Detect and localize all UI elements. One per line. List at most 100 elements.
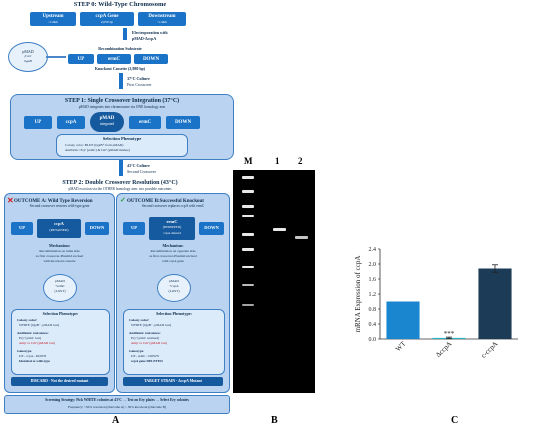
outb-circ1: pMAD [169,279,179,283]
x-tick-label: WT [394,339,408,353]
step2-subtitle: pMAD excision via the OTHER homology arm… [68,187,172,191]
bar-3 [478,268,512,339]
y-tick-label: 0.0 [369,337,377,343]
step1-subtitle: pMAD integrates into chromosome via ONE … [78,105,166,109]
outcome-a-subtitle: Second crossover restores wild-type gene [29,204,90,208]
outa-anti2: Ampˢ or Cmˢ (pMAD lost) [19,341,56,345]
outcome-a-pane: ✕ OUTCOME A: Wild Type Reversion Second … [4,193,115,393]
reject-icon: ✕ [7,196,14,205]
s1-pmad-label: pMAD [99,116,115,121]
pmad-plasmid: pMAD β ori bgaB [8,42,48,72]
outb-footer: TARGET STRAIN - ΔccpA Mutant [144,378,202,383]
sel-line1: Colony color: BLUE (bgaB⁺ from pMAD) [65,143,124,147]
arrow-43c [119,160,123,176]
outb-color: WHITE (bgaB⁻, pMAD lost) [131,323,172,327]
outb-ermc: ermC (INSERTED) ccpA deleted [149,217,195,240]
culture37-line1: 37°C Culture [127,76,150,81]
y-tick-label: 2.4 [369,247,377,253]
x-tick-label: c-ccpA [479,340,499,360]
screening-box: Screening Strategy: Pick WHITE colonies … [4,395,230,414]
y-tick-label: 1.2 [369,292,377,298]
y-tick-label: 0.4 [369,322,377,328]
outa-geno2: Identical to wild-type [19,359,50,363]
outcome-b-subtitle: Second crossover replaces ccpA with ermC [141,204,205,208]
outb-mech2: as first crossover-Plasmid excised [149,254,197,258]
outcome-a-title: OUTCOME A: Wild Type Reversion [14,199,93,204]
outb-ermc-label: ermC [166,218,178,224]
outb-down: DOWN [199,222,224,235]
s1-down-label: DOWN [174,120,192,125]
y-tick-label: 0.8 [369,307,377,313]
step1-selection: Selection Phenotype Colony color: BLUE (… [56,134,188,157]
gene-box: ccpA Gene 2,050 bp [80,12,134,26]
s1-ccpa: ccpA [57,116,85,129]
upstream-size: ~1.0kb [48,19,58,24]
downstream-box: Downstream ~1.0kb [138,12,186,26]
outa-mech-title: Mechanism: [48,243,71,248]
step1-box: STEP 1: Single Crossover Integration (37… [10,94,234,160]
outa-circ2: +ermC [55,284,65,288]
s1-ermc: ermC [129,116,161,129]
lane2-band [295,236,308,239]
outa-ccpa-sub: (RETAINED) [49,228,69,232]
outa-color: WHITE (bgaB⁻, pMAD lost) [19,323,60,327]
outb-up: UP [123,222,145,235]
outb-ermc-sub: (INSERTED) [162,225,182,229]
downstream-size: ~1.0kb [157,19,167,24]
cassette-ermc-label: ermC [107,56,121,62]
panel-label-c: C [451,415,459,426]
outb-geno1: UP - ermC - DOWN [131,354,159,358]
outcome-b-title: OUTCOME B:Successful Knockout [127,199,204,204]
step1-title: STEP 1: Single Crossover Integration (37… [64,98,180,104]
outa-mech1: Recombination on same side [39,249,80,253]
check-icon: ✓ [120,196,126,204]
gel-image [233,170,315,393]
sel-title: Selection Phenotype [102,136,142,141]
cassette-up-label: UP [77,56,85,62]
outa-selection: Selection Phenotype: Colony color: WHITE… [11,309,110,375]
pmad-bgab: bgaB [24,59,32,63]
marker-band [242,190,254,193]
significance-label: *** [444,330,455,338]
outa-ccpa-label: ccpA [54,221,64,226]
outb-target: TARGET STRAIN - ΔccpA Mutant [123,377,223,386]
panel-label-a: A [112,415,120,426]
cassette-down: DOWN [134,54,168,64]
s1-ccpa-label: ccpA [65,120,77,125]
outb-circ3: (LOST) [168,289,180,293]
outb-anti-h: Antibiotic resistance: [129,331,161,335]
outa-circ3: (LOST) [54,289,66,293]
lane-label-m: M [244,156,253,166]
outa-footer: DISCARD - Not the desired mutant [30,378,89,383]
sel-line2: Antibiotic: Eryʳ (ermC) & Cmʳ (pMAD mark… [65,148,130,152]
outa-down: DOWN [85,222,109,235]
marker-band [242,304,254,306]
outa-mech2: as first crossover-Plasmid excised [35,254,84,258]
s1-up: UP [24,116,52,129]
s1-down: DOWN [166,116,200,129]
outa-discard: DISCARD - Not the desired mutant [11,377,108,386]
s1-pmad-sub: integrated [99,121,115,126]
lane-label-1: 1 [275,156,280,166]
marker-band [242,248,254,251]
x-tick-label: ΔccpA [434,340,453,359]
cassette-down-label: DOWN [142,56,160,62]
outb-geno2: ccpA gene DELETED [131,359,163,363]
upstream-label: Upstream [42,14,64,19]
outa-anti1: Eryˢ (ermC lost) [19,336,42,340]
outb-anti2: Ampˢ or Cmˢ (pMAD lost) [131,341,168,345]
electro-line2: pMAD-ΔccpA [132,36,157,41]
lane-label-2: 2 [298,156,303,166]
outb-down-label: DOWN [204,225,219,230]
outb-mech1: Recombination on opposite side [150,249,196,253]
outb-selection: Selection Phenotype: Colony color: WHITE… [123,309,225,375]
y-tick-label: 1.6 [369,277,377,283]
culture43-line1: 43°C Culture [127,163,150,168]
lane1-band [273,228,286,231]
pmad-ori: β ori [24,54,32,58]
outa-color-h: Colony color: [17,318,38,322]
step2-title: STEP 2: Double Crossover Resolution (43°… [62,180,178,186]
outa-mech3: with knockout cassette [43,259,76,263]
s1-ermc-label: ermC [138,120,152,125]
